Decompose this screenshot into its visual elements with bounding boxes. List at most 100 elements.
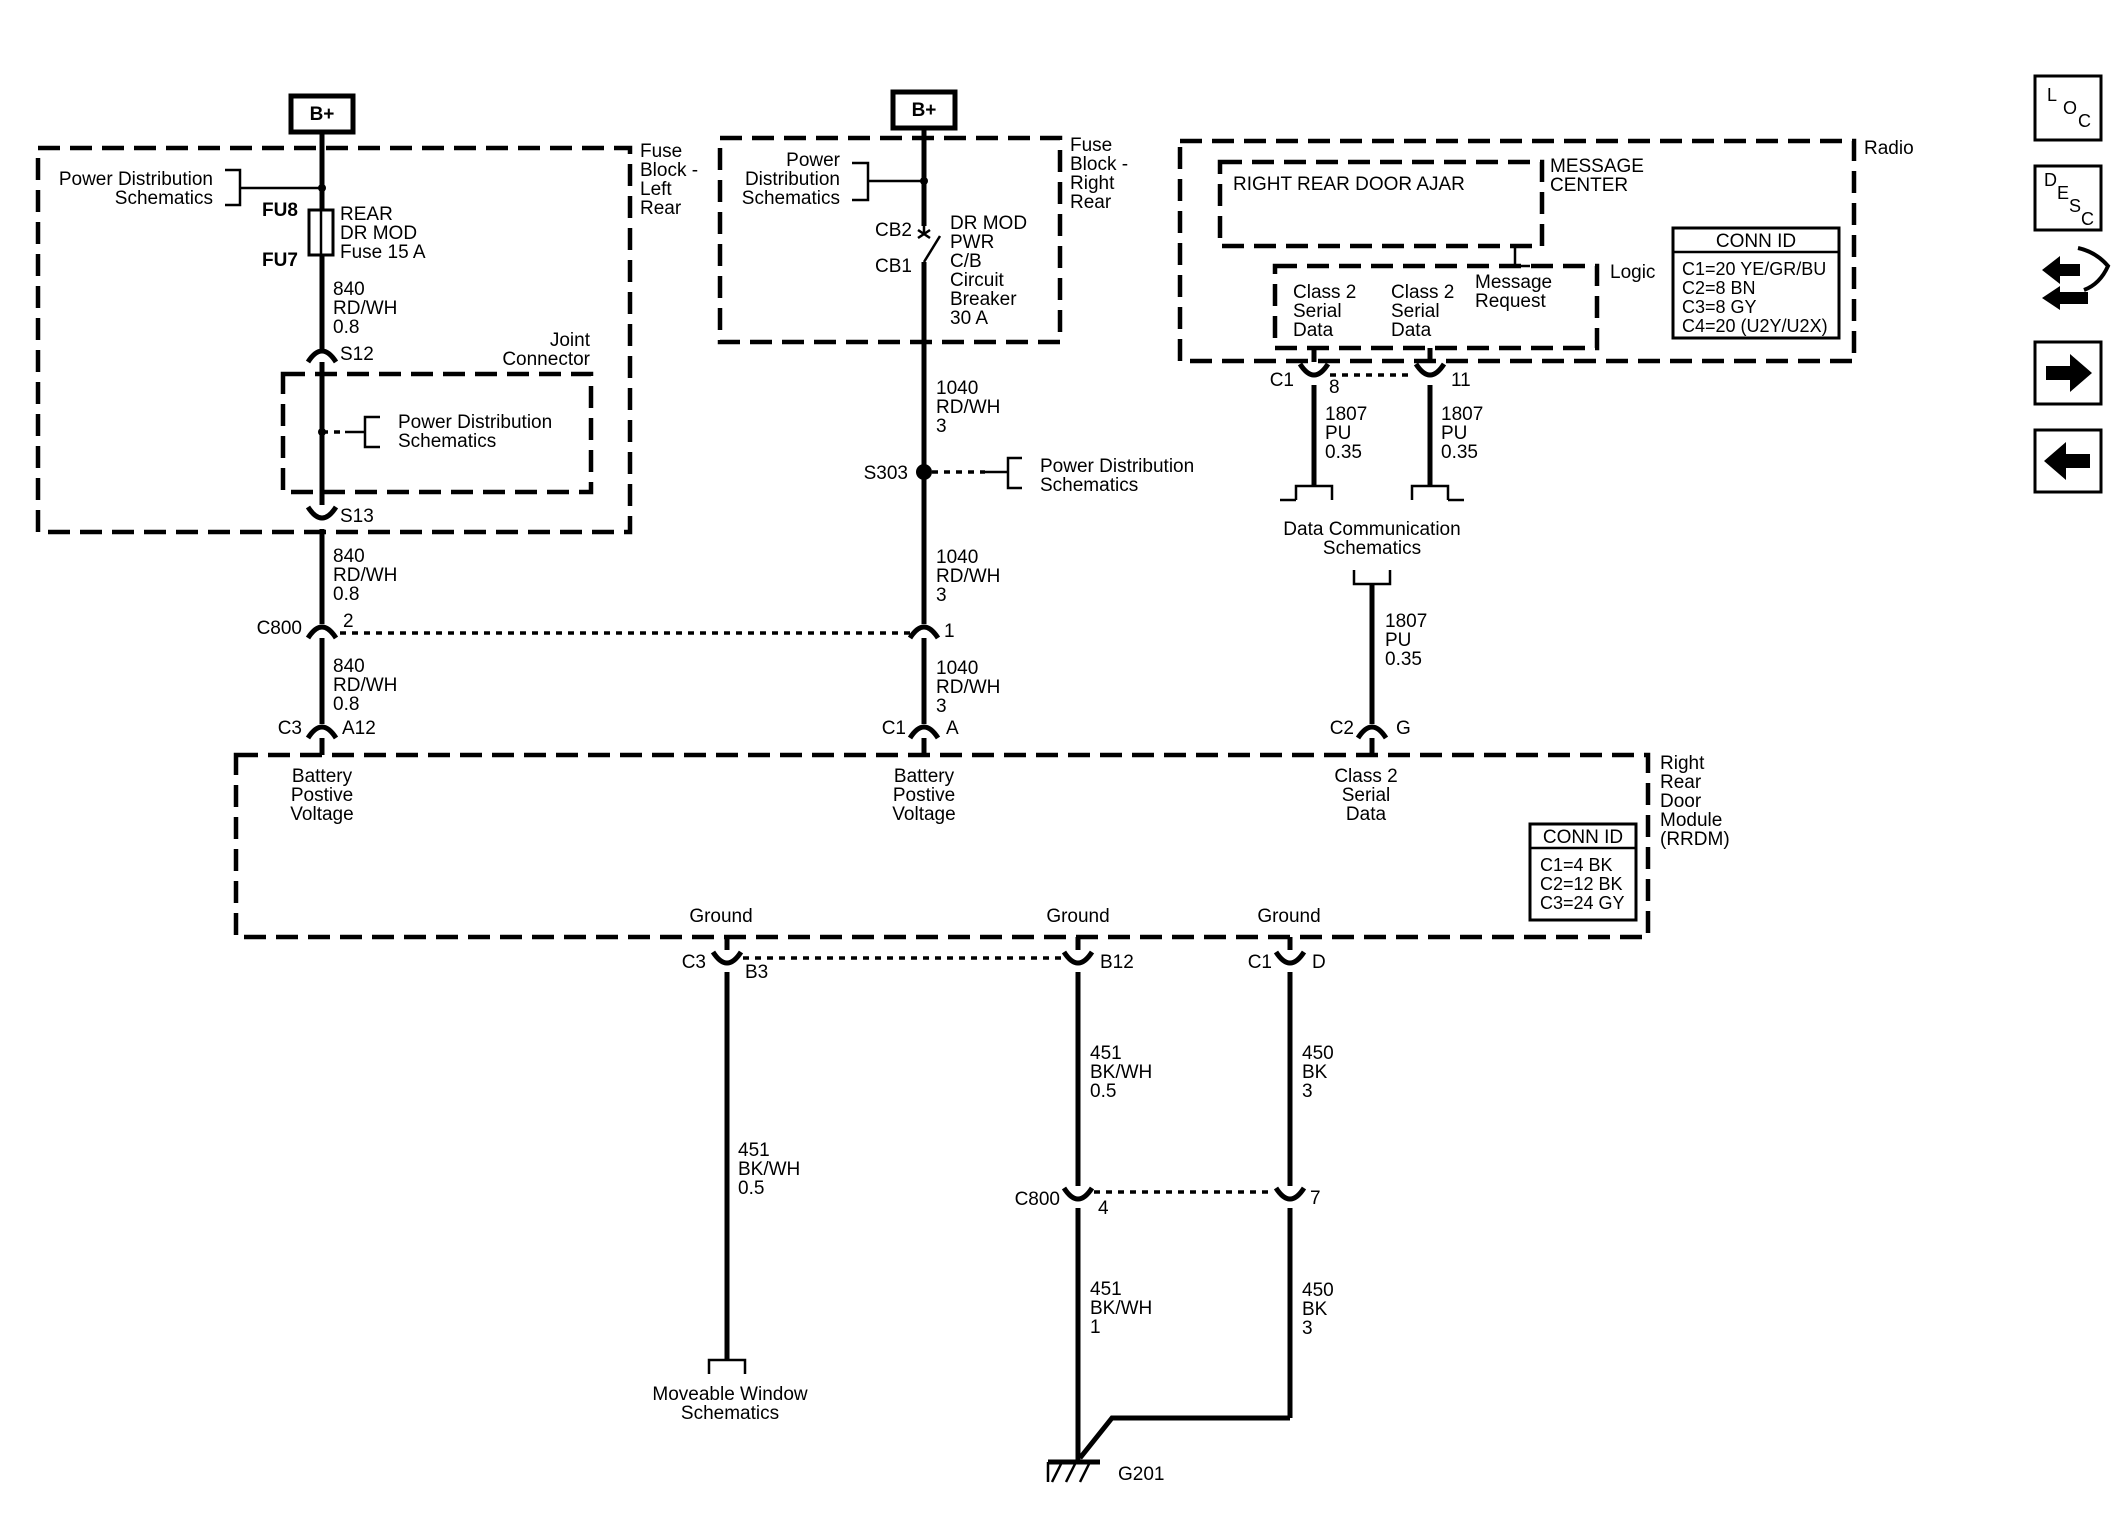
pin-d-label: D	[1312, 952, 1326, 973]
svg-text:DR MOD: DR MOD	[340, 223, 417, 244]
svg-text:RD/WH: RD/WH	[936, 677, 1000, 698]
svg-text:Connector: Connector	[502, 349, 590, 370]
svg-text:PWR: PWR	[950, 232, 994, 253]
desc-button[interactable]: D E S C	[2033, 164, 2103, 232]
svg-text:RD/WH: RD/WH	[936, 397, 1000, 418]
wire-1040-low-label: 1040 RD/WH 3	[936, 658, 1000, 717]
next-page-arrow-icon[interactable]	[2033, 340, 2103, 406]
radio-conn-id-row: C3=8 GY	[1682, 297, 1757, 317]
fuse-block-right-title: Fuse Block - Right Rear	[1070, 135, 1128, 213]
svg-text:450: 450	[1302, 1280, 1334, 1301]
svg-text:MESSAGE: MESSAGE	[1550, 156, 1644, 177]
svg-text:0.8: 0.8	[333, 584, 359, 605]
svg-text:Class 2: Class 2	[1293, 282, 1356, 303]
b12-connector	[1061, 950, 1095, 966]
c3-b3-connector	[710, 950, 744, 966]
svg-text:Data: Data	[1391, 320, 1432, 341]
c800-left-label: C800	[257, 618, 302, 639]
svg-text:S: S	[2069, 196, 2081, 216]
svg-text:Voltage: Voltage	[290, 804, 353, 825]
svg-text:Postive: Postive	[291, 785, 353, 806]
radio-c1-label: C1	[1270, 370, 1294, 391]
radio-pin-11: 11	[1451, 370, 1471, 391]
fuse-right-pds-ref: Power Distribution Schematics	[742, 150, 928, 209]
svg-text:E: E	[2057, 183, 2069, 203]
svg-text:Message: Message	[1475, 272, 1552, 293]
svg-text:Schematics: Schematics	[1323, 538, 1421, 559]
svg-text:Block -: Block -	[640, 160, 698, 181]
fuse-left-pds-ref: Power Distribution Schematics	[59, 168, 326, 209]
radio-title: Radio	[1864, 138, 1914, 159]
bplus-mid-label: B+	[912, 100, 937, 121]
svg-text:Power: Power	[786, 150, 841, 171]
moveable-window-schematics-ref: Moveable Window Schematics	[652, 1384, 808, 1424]
svg-text:840: 840	[333, 546, 365, 567]
rrdm-conn-id-row: C2=12 BK	[1540, 874, 1623, 894]
ground-symbol-g201	[1046, 1459, 1100, 1483]
svg-text:Power Distribution: Power Distribution	[398, 412, 552, 433]
radio-conn-id-row: C4=20 (U2Y/U2X)	[1682, 316, 1828, 336]
svg-text:PU: PU	[1325, 423, 1351, 444]
svg-text:CENTER: CENTER	[1550, 175, 1628, 196]
s13-splice-symbol	[305, 505, 339, 521]
svg-text:Battery: Battery	[894, 766, 955, 787]
connector-view-icon[interactable]	[2042, 246, 2111, 310]
svg-text:Schematics: Schematics	[115, 188, 213, 209]
cb1-label: CB1	[875, 256, 912, 277]
svg-text:1: 1	[1090, 1317, 1101, 1338]
svg-text:Data: Data	[1346, 804, 1387, 825]
svg-text:0.8: 0.8	[333, 694, 359, 715]
ground-label-2: Ground	[1046, 906, 1109, 927]
svg-text:840: 840	[333, 279, 365, 300]
svg-text:1040: 1040	[936, 658, 978, 679]
svg-text:Fuse 15 A: Fuse 15 A	[340, 242, 426, 263]
svg-text:3: 3	[1302, 1318, 1313, 1339]
svg-text:RD/WH: RD/WH	[333, 675, 397, 696]
ground-label-3: Ground	[1257, 906, 1320, 927]
svg-text:Module: Module	[1660, 810, 1722, 831]
c1-bottom-label: C1	[1248, 952, 1272, 973]
c3-top-label: C3	[278, 718, 302, 739]
svg-text:1040: 1040	[936, 378, 978, 399]
rrdm-module-box	[233, 752, 1651, 940]
c800-pin-7: 7	[1310, 1188, 1321, 1209]
wire-840-low-label: 840 RD/WH 0.8	[333, 656, 397, 715]
s303-splice	[916, 464, 932, 480]
previous-page-arrow-icon[interactable]	[2033, 428, 2103, 494]
svg-text:0.8: 0.8	[333, 317, 359, 338]
svg-text:Schematics: Schematics	[1040, 475, 1138, 496]
rrdm-class2-serial-data: Class 2 Serial Data	[1334, 766, 1397, 825]
svg-text:0.35: 0.35	[1441, 442, 1478, 463]
svg-text:Class 2: Class 2	[1334, 766, 1397, 787]
c800-mid-connector	[907, 624, 941, 640]
logic-label: Logic	[1610, 262, 1655, 283]
pin-a-label: A	[946, 718, 959, 739]
svg-text:Distribution: Distribution	[745, 169, 840, 190]
c2-g-connector	[1355, 724, 1389, 740]
radio-conn-id-title: CONN ID	[1716, 231, 1796, 252]
radio-box	[1177, 138, 1857, 364]
c1-top-label: C1	[882, 718, 906, 739]
svg-text:Rear: Rear	[1070, 192, 1112, 213]
c1-d-connector	[1273, 950, 1307, 966]
bplus-left-label: B+	[310, 104, 335, 125]
fu8-label: FU8	[262, 200, 298, 221]
fuse-rear-dr-mod-label: REAR DR MOD Fuse 15 A	[340, 204, 426, 263]
wire-1807-b-label: 1807 PU 0.35	[1441, 404, 1483, 463]
svg-text:Schematics: Schematics	[398, 431, 496, 452]
svg-text:Right: Right	[1070, 173, 1115, 194]
radio-class2-a-label: Class 2 Serial Data	[1293, 282, 1356, 341]
bplus-mid-box	[890, 89, 958, 131]
c800-bottom-right-connector	[1273, 1186, 1307, 1202]
wire-450-upper-label: 450 BK 3	[1302, 1043, 1334, 1102]
c800-pin-4: 4	[1098, 1198, 1109, 1219]
svg-text:REAR: REAR	[340, 204, 393, 225]
wire-451-left-label: 451 BK/WH 0.5	[738, 1140, 800, 1199]
radio-c1-pin8-connector	[1297, 362, 1331, 378]
svg-text:Schematics: Schematics	[681, 1403, 779, 1424]
loc-button[interactable]: L O C	[2033, 74, 2103, 142]
wire-1040-mid-label: 1040 RD/WH 3	[936, 547, 1000, 606]
svg-text:Rear: Rear	[640, 198, 682, 219]
svg-text:3: 3	[936, 696, 947, 717]
